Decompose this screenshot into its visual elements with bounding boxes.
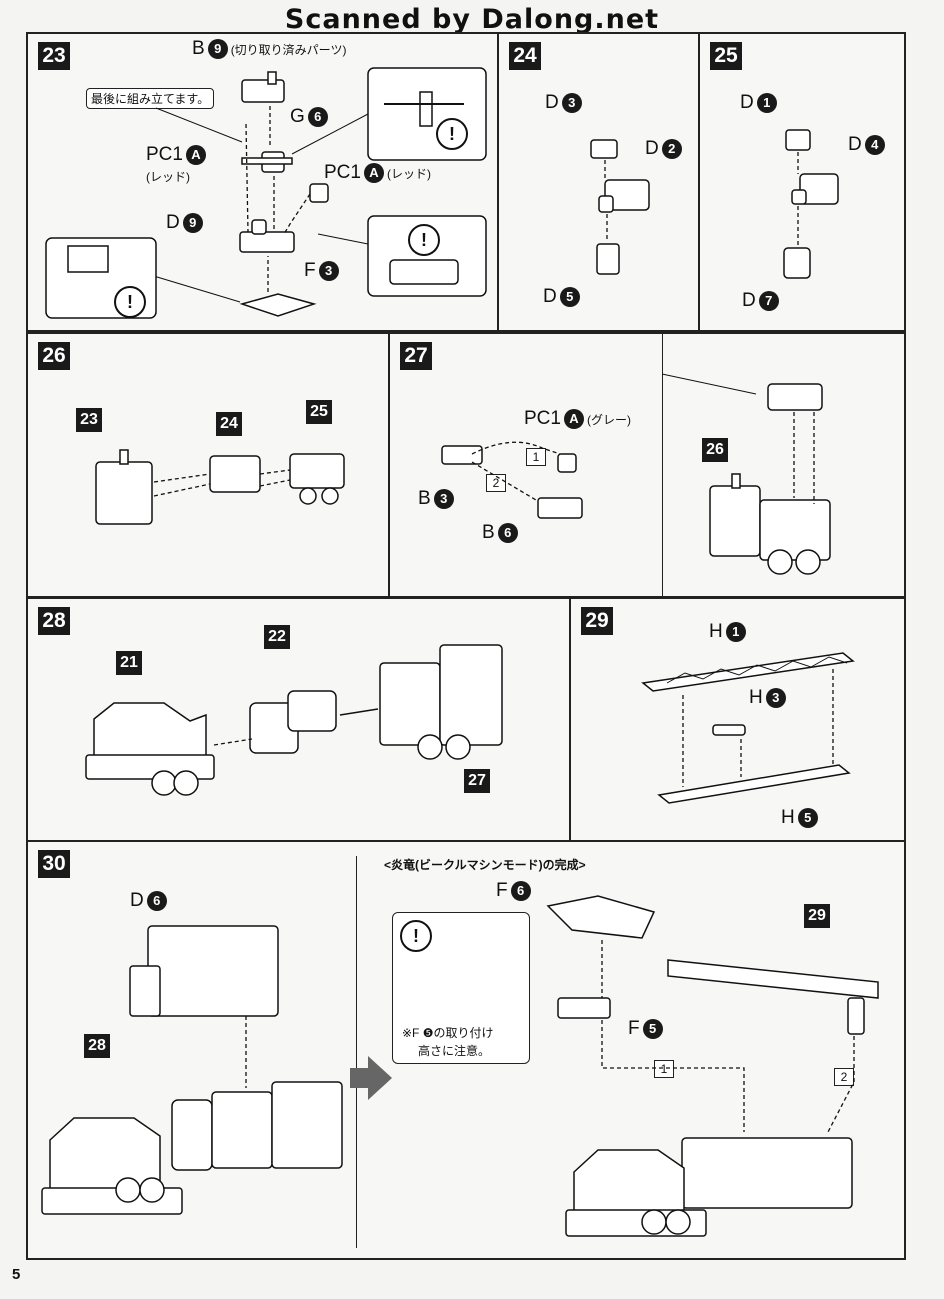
step-25-parts-drawing xyxy=(783,129,839,279)
subassembly-ref-27: 27 xyxy=(464,769,490,793)
assemble-last-note: 最後に組み立てます。 xyxy=(86,88,215,109)
step-number: 25 xyxy=(710,42,742,70)
step-23-parts-drawing xyxy=(45,67,487,319)
step-28-parts-drawing xyxy=(85,644,503,796)
divider-line xyxy=(356,856,357,1248)
step-number: 23 xyxy=(38,42,70,70)
step-number: 28 xyxy=(38,607,70,635)
caution-note-line1: ※F ❺の取り付け xyxy=(402,1026,494,1040)
caution-icon: ! xyxy=(400,920,432,952)
scanner-watermark: Scanned by Dalong.net xyxy=(284,4,660,35)
subassembly-ref-25: 25 xyxy=(306,400,332,424)
assembly-order-1: 1 xyxy=(654,1060,674,1078)
subassembly-ref-21: 21 xyxy=(116,651,142,675)
subassembly-ref-22: 22 xyxy=(264,625,290,649)
assembly-order-2: 2 xyxy=(486,474,506,492)
page-number: 5 xyxy=(12,1266,21,1283)
caution-icon: ! xyxy=(408,224,440,256)
caution-icon: ! xyxy=(436,118,468,150)
step-number: 29 xyxy=(581,607,613,635)
subassembly-ref-28: 28 xyxy=(84,1034,110,1058)
caution-note-line2: 高さに注意。 xyxy=(418,1044,491,1058)
step-27-parts-drawing xyxy=(441,373,831,575)
subassembly-ref-24: 24 xyxy=(216,412,242,436)
step-number: 30 xyxy=(38,850,70,878)
step-number: 27 xyxy=(400,342,432,370)
step-26-parts-drawing xyxy=(95,449,345,525)
subassembly-ref-26: 26 xyxy=(702,438,728,462)
step-28-panel: 28 21 22 27 xyxy=(26,597,571,842)
caution-icon: ! xyxy=(114,286,146,318)
completion-title: <炎竜(ビークルマシンモード)の完成> xyxy=(384,858,586,872)
step-30-parts-drawing xyxy=(41,895,879,1237)
step-26-panel: 26 23 24 25 xyxy=(26,332,390,598)
assembly-order-2: 2 xyxy=(834,1068,854,1086)
assembly-order-1: 1 xyxy=(526,448,546,466)
subassembly-ref-29: 29 xyxy=(804,904,830,928)
color-red-left: (レッド) xyxy=(146,170,190,184)
subassembly-ref-23: 23 xyxy=(76,408,102,432)
step-29-parts-drawing xyxy=(641,652,855,804)
divider-line xyxy=(662,334,663,596)
step-number: 24 xyxy=(509,42,541,70)
step-24-parts-drawing xyxy=(590,139,650,275)
step-number: 26 xyxy=(38,342,70,370)
